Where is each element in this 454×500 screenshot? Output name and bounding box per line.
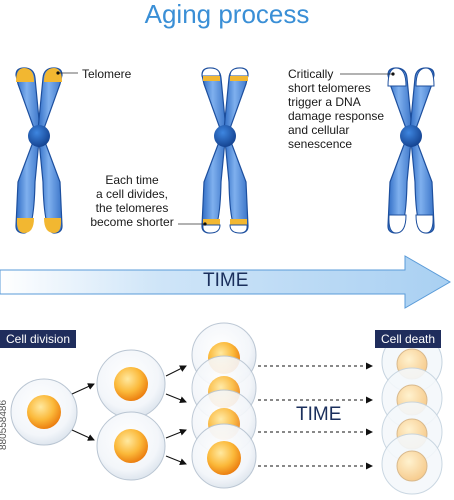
cell-division-tag: Cell division bbox=[0, 330, 77, 348]
page-title: Aging process bbox=[144, 0, 310, 29]
divides-line-3: the telomeres bbox=[95, 201, 169, 215]
critical-label: Critically short telomeres trigger a DNA… bbox=[288, 67, 384, 151]
divides-leader bbox=[178, 222, 207, 226]
time-arrow bbox=[0, 255, 451, 309]
chromosome-3 bbox=[387, 67, 435, 234]
cell-generation-2 bbox=[96, 349, 166, 481]
critical-line-6: senescence bbox=[288, 137, 353, 151]
critical-leader bbox=[340, 72, 395, 76]
telomere-label: Telomere bbox=[82, 67, 132, 81]
divides-label: Each time a cell divides, the telomeres … bbox=[84, 173, 180, 229]
divides-line-4: become shorter bbox=[90, 215, 174, 229]
chromosome-2 bbox=[201, 67, 249, 234]
divides-line-1: Each time bbox=[105, 173, 159, 187]
division-arrows bbox=[71, 365, 187, 466]
chromosome-1 bbox=[15, 67, 63, 234]
telomere-leader bbox=[56, 71, 78, 75]
cell-generation-final bbox=[381, 331, 443, 495]
dashed-arrows bbox=[258, 362, 373, 470]
divides-line-2: a cell divides, bbox=[95, 187, 169, 201]
critical-line-5: and cellular bbox=[288, 123, 350, 137]
time-arrow-label: TIME bbox=[203, 270, 249, 291]
cell-generation-3 bbox=[191, 322, 257, 489]
critical-line-2: short telomeres bbox=[288, 81, 371, 95]
critical-line-1: Critically bbox=[288, 67, 334, 81]
critical-line-4: damage response bbox=[288, 109, 385, 123]
critical-line-3: trigger a DNA bbox=[288, 95, 361, 109]
side-id-text: 880558486 bbox=[0, 399, 9, 451]
time-cells-label: TIME bbox=[296, 404, 342, 425]
cell-death-tag: Cell death bbox=[375, 330, 442, 348]
cell-generation-1 bbox=[10, 378, 78, 446]
